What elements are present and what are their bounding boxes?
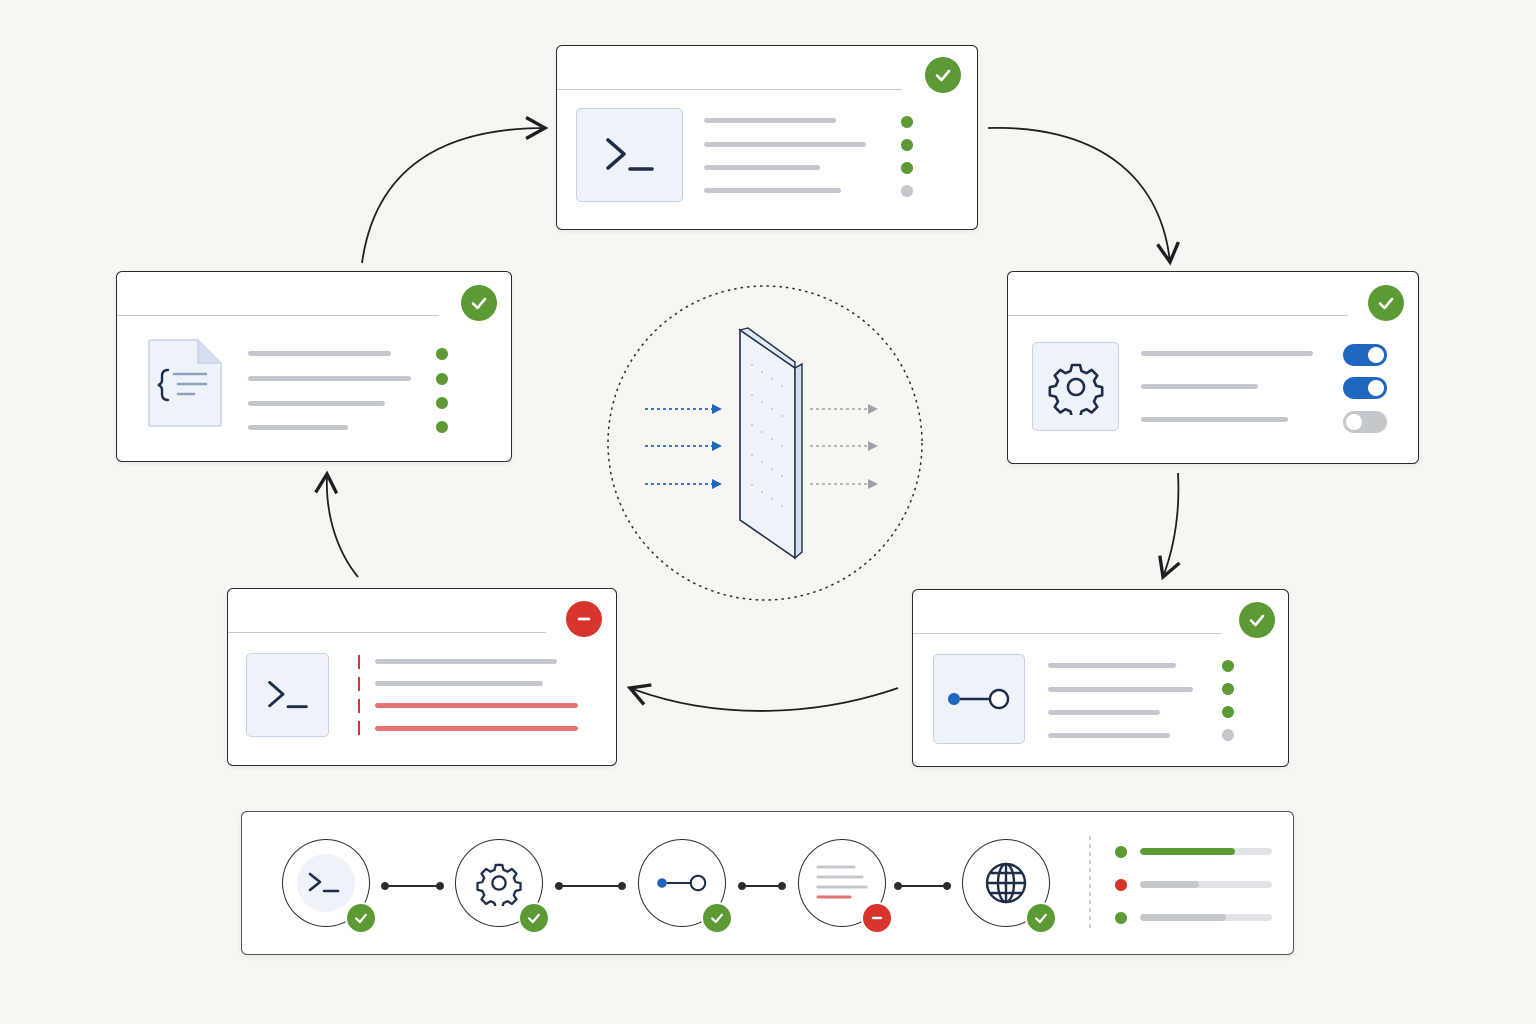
error-minus-icon <box>566 601 602 637</box>
log-list-icon <box>816 865 868 899</box>
terminal-file-icon <box>297 854 355 912</box>
status-dot <box>1222 729 1234 741</box>
text-line <box>1048 663 1176 668</box>
json-file-icon <box>146 338 223 428</box>
arrow-bottom-right-to-bottom-left <box>626 683 899 712</box>
error-minus-icon <box>861 902 893 934</box>
success-check-icon <box>701 902 733 934</box>
text-line <box>1141 417 1288 422</box>
card-right[interactable] <box>1007 271 1419 464</box>
error-text-line <box>375 726 578 731</box>
text-line <box>248 401 385 406</box>
text-line <box>375 659 557 664</box>
text-line <box>248 351 391 356</box>
status-dot <box>1222 683 1234 695</box>
card-left[interactable] <box>116 271 512 462</box>
pipeline-node-icon <box>657 874 707 892</box>
arrow-left-to-top <box>361 116 549 264</box>
toggle-switch-on[interactable] <box>1343 344 1387 366</box>
success-check-icon <box>1239 602 1275 638</box>
text-line <box>704 165 820 170</box>
legend-progress-bar <box>1140 881 1272 888</box>
pipeline-stage[interactable] <box>962 839 1057 934</box>
status-dot <box>436 373 448 385</box>
stage-connector <box>894 882 951 890</box>
text-line <box>704 142 866 147</box>
card-header-divider <box>913 633 1221 634</box>
status-dot <box>901 162 913 174</box>
success-check-icon <box>925 57 961 93</box>
globe-icon <box>985 862 1027 904</box>
legend-progress-bar <box>1140 848 1272 855</box>
pipeline-stage[interactable] <box>455 839 550 934</box>
gear-icon <box>1032 342 1119 431</box>
text-line <box>704 118 836 123</box>
card-header-divider <box>1008 315 1348 316</box>
stage-connector <box>738 882 786 890</box>
card-bottom-right[interactable] <box>912 589 1289 767</box>
status-dot <box>436 348 448 360</box>
success-check-icon <box>461 285 497 321</box>
status-dot <box>1222 660 1234 672</box>
legend-progress-bar <box>1140 914 1272 921</box>
legend-status-dot <box>1115 879 1127 891</box>
text-line <box>248 376 411 381</box>
text-line <box>1048 687 1193 692</box>
text-line <box>1048 733 1170 738</box>
filter-panel-icon <box>607 285 923 601</box>
status-dot <box>901 139 913 151</box>
terminal-icon <box>576 108 683 202</box>
arrow-bottom-left-to-left <box>314 470 359 578</box>
pipeline-stage[interactable] <box>638 839 733 934</box>
error-margin-marker <box>358 655 360 735</box>
pipeline-node-icon <box>933 654 1025 744</box>
status-dot <box>1222 706 1234 718</box>
status-dot <box>436 397 448 409</box>
text-line <box>1141 351 1313 356</box>
status-dot <box>901 116 913 128</box>
text-line <box>248 425 348 430</box>
card-header-divider <box>228 632 546 633</box>
arrow-right-to-bottom-right <box>1158 472 1181 581</box>
stage-connector <box>381 882 444 890</box>
arrow-top-to-right <box>987 127 1180 266</box>
toggle-switch-off[interactable] <box>1343 411 1387 433</box>
text-line <box>704 188 841 193</box>
pipeline-stage[interactable] <box>282 839 377 934</box>
success-check-icon <box>1025 902 1057 934</box>
card-header-divider <box>117 315 439 316</box>
card-top[interactable] <box>556 45 978 230</box>
error-text-line <box>375 703 578 708</box>
panel-divider <box>1089 836 1091 932</box>
terminal-icon <box>246 653 329 737</box>
card-header-divider <box>557 89 902 90</box>
pipeline-stage[interactable] <box>798 839 893 934</box>
gear-icon <box>476 863 522 906</box>
toggle-switch-on[interactable] <box>1343 377 1387 399</box>
card-bottom-left[interactable] <box>227 588 617 766</box>
stage-connector <box>555 882 626 890</box>
success-check-icon <box>1368 285 1404 321</box>
legend-status-dot <box>1115 846 1127 858</box>
status-dot <box>436 421 448 433</box>
status-dot <box>901 185 913 197</box>
text-line <box>375 681 543 686</box>
legend-status-dot <box>1115 912 1127 924</box>
pipeline-status-panel <box>241 811 1294 955</box>
success-check-icon <box>518 902 550 934</box>
success-check-icon <box>345 902 377 934</box>
text-line <box>1048 710 1160 715</box>
text-line <box>1141 384 1258 389</box>
